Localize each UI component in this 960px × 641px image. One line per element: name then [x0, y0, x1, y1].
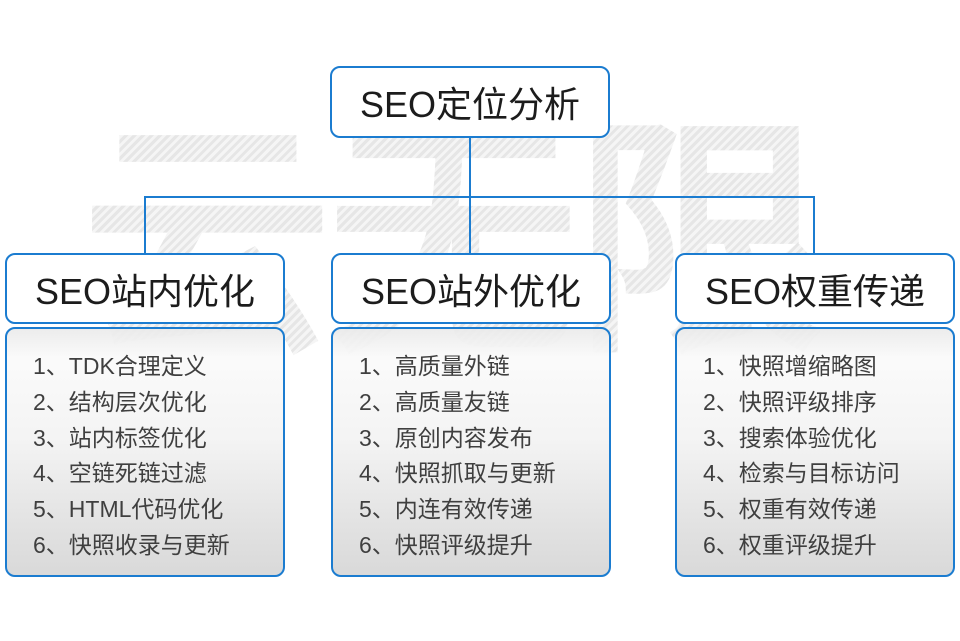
list-item: 3、原创内容发布: [359, 424, 533, 451]
list-item: 1、TDK合理定义: [33, 353, 207, 379]
list-item: 6、快照评级提升: [359, 531, 533, 558]
list-item: 2、快照评级排序: [703, 388, 877, 415]
list-item: 3、搜索体验优化: [703, 424, 877, 451]
watermark-text: 云无限: [82, 103, 824, 382]
list-item: 4、空链死链过滤: [33, 460, 207, 487]
list-item: 3、站内标签优化: [33, 424, 207, 451]
list-item: 5、内连有效传递: [359, 496, 533, 523]
branch-panel-weight: 1、快照增缩略图 2、快照评级排序 3、搜索体验优化 4、检索与目标访问 5、权…: [675, 327, 955, 577]
connector-horizontal: [144, 196, 815, 198]
branch-panel-offsite: 1、高质量外链 2、高质量友链 3、原创内容发布 4、快照抓取与更新 5、内连有…: [331, 327, 611, 577]
list-item: 6、权重评级提升: [703, 531, 877, 558]
branch-panel-onsite: 1、TDK合理定义 2、结构层次优化 3、站内标签优化 4、空链死链过滤 5、H…: [5, 327, 285, 577]
branch-node-weight: SEO权重传递: [675, 253, 955, 324]
connector-left-vertical: [144, 196, 146, 254]
branch-node-offsite: SEO站外优化: [331, 253, 611, 324]
branch-node-onsite: SEO站内优化: [5, 253, 285, 324]
connector-right-vertical: [813, 196, 815, 254]
list-item: 1、高质量外链: [359, 353, 510, 379]
list-item: 1、快照增缩略图: [703, 353, 877, 379]
list-item: 5、HTML代码优化: [33, 496, 224, 523]
list-item: 6、快照收录与更新: [33, 531, 230, 558]
list-item: 2、结构层次优化: [33, 388, 207, 415]
root-node: SEO定位分析: [330, 66, 610, 138]
list-item: 4、快照抓取与更新: [359, 460, 556, 487]
list-item: 2、高质量友链: [359, 388, 510, 415]
list-item: 4、检索与目标访问: [703, 460, 900, 487]
list-item: 5、权重有效传递: [703, 496, 877, 523]
